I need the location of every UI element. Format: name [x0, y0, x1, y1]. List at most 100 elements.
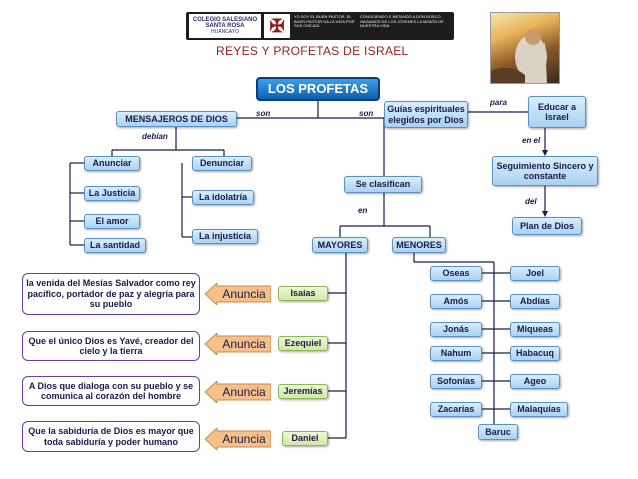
menor-label: Oseas: [442, 268, 470, 279]
menores-label: MENORES: [396, 239, 442, 250]
santidad-node: La santidad: [84, 238, 146, 253]
menor-label: Miqueas: [516, 324, 553, 335]
link-en-el: en el: [522, 136, 541, 145]
menor-left-5: Sofonías: [430, 374, 482, 389]
menor-label: Jonás: [442, 324, 469, 335]
se-clasifican-label: Se clasifican: [355, 179, 411, 190]
left-arrow-icon: [205, 283, 271, 305]
link-para: para: [490, 98, 507, 107]
plan-node: Plan de Dios: [512, 217, 582, 235]
plan-label: Plan de Dios: [519, 220, 574, 231]
prophet-jeremias: Jeremías: [278, 384, 328, 399]
menor-right-3: Miqueas: [510, 322, 560, 337]
prophet-daniel-label: Daniel: [291, 433, 319, 444]
justicia-label: La Justicia: [88, 188, 136, 199]
prophet-picture: [490, 12, 560, 84]
link-son-right: son: [359, 109, 374, 118]
idolatria-node: La idolatría: [192, 190, 254, 205]
seguimiento-label: Seguimiento Sincero y constante: [496, 160, 594, 181]
anuncia-arrow-jeremias: Anuncia: [205, 381, 271, 403]
idolatria-label: La idolatría: [198, 192, 247, 203]
root-label: LOS PROFETAS: [267, 80, 369, 96]
message-ezequiel: Que el único Dios es Yavé, creador del c…: [22, 331, 200, 361]
anunciar-label: Anunciar: [92, 158, 132, 169]
diagram-title: REYES Y PROFETAS DE ISRAEL: [216, 44, 409, 58]
school-name-line2: SANTA ROSA: [205, 23, 245, 30]
menor-right-5: Ageo: [510, 374, 560, 389]
anuncia-arrow-ezequiel: Anuncia: [205, 333, 271, 355]
menor-label: Amós: [443, 296, 469, 307]
prophet-isaias-label: Isaías: [290, 288, 316, 299]
injusticia-node: La injusticia: [192, 229, 258, 244]
menor-right-2: Abdías: [510, 294, 560, 309]
school-banner: COLEGIO SALESIANO SANTA ROSA HUANCAYO ✠ …: [186, 12, 454, 40]
message-isaias-text: la venida del Mesías Salvador como rey p…: [26, 278, 196, 310]
link-son-left: son: [256, 109, 271, 118]
school-name-line3: HUANCAYO: [211, 28, 239, 35]
menores-node: MENORES: [392, 237, 446, 253]
campaign-text: CONOCIENDO E IMITANDO A DON BOSCO, HAGAM…: [360, 14, 444, 29]
guias-label: Guías espirituales elegidos por Dios: [387, 104, 465, 125]
justicia-node: La Justicia: [84, 186, 140, 201]
message-daniel-text: Que la sabiduría de Dios es mayor que to…: [28, 426, 194, 447]
menor-baruc: Baruc: [478, 424, 518, 440]
se-clasifican-node: Se clasifican: [344, 176, 422, 193]
message-isaias: la venida del Mesías Salvador como rey p…: [22, 273, 200, 315]
anunciar-node: Anunciar: [84, 156, 140, 171]
injusticia-label: La injusticia: [198, 231, 251, 242]
anuncia-label: Anuncia: [222, 287, 266, 301]
menor-left-6: Zacarías: [430, 402, 482, 417]
left-arrow-icon: [205, 381, 271, 403]
menor-right-6: Malaquías: [510, 402, 568, 417]
motto-text: YO SOY EL BUEN PASTOR. EL BUEN PASTOR DA…: [294, 14, 355, 29]
link-del: del: [525, 197, 537, 206]
mayores-node: MAYORES: [312, 237, 368, 253]
menor-label: Habacuq: [515, 348, 554, 359]
guias-node: Guías espirituales elegidos por Dios: [384, 101, 468, 128]
menor-label: Malaquías: [517, 404, 561, 415]
menor-label: Joel: [525, 268, 544, 279]
menor-right-4: Habacuq: [510, 346, 560, 361]
amor-label: El amor: [95, 216, 129, 227]
seguimiento-node: Seguimiento Sincero y constante: [492, 156, 598, 186]
left-arrow-icon: [205, 428, 271, 450]
educar-node: Educar a Israel: [528, 96, 586, 128]
message-daniel: Que la sabiduría de Dios es mayor que to…: [22, 421, 200, 452]
denunciar-label: Denunciar: [199, 158, 244, 169]
mensajeros-label: MENSAJEROS DE DIOS: [125, 113, 228, 124]
menor-right-1: Joel: [510, 266, 560, 281]
prophet-ezequiel: Ezequiel: [278, 336, 328, 351]
left-arrow-icon: [205, 333, 271, 355]
message-jeremias: A Dios que dialoga con su pueblo y se co…: [22, 376, 200, 406]
menor-left-4: Nahum: [430, 346, 482, 361]
school-name-line1: COLEGIO SALESIANO: [192, 17, 258, 24]
menor-label: Abdías: [519, 296, 550, 307]
link-en: en: [358, 206, 368, 215]
shield-icon: ✠: [264, 14, 290, 38]
prophet-ezequiel-label: Ezequiel: [284, 338, 322, 349]
menor-left-3: Jonás: [430, 322, 482, 337]
santidad-label: La santidad: [89, 240, 140, 251]
menor-label: Nahum: [440, 348, 472, 359]
baruc-label: Baruc: [485, 426, 511, 437]
mensajeros-node: MENSAJEROS DE DIOS: [116, 111, 237, 127]
anuncia-arrow-isaias: Anuncia: [205, 283, 271, 305]
school-logo: COLEGIO SALESIANO SANTA ROSA HUANCAYO: [189, 14, 261, 38]
root-node: LOS PROFETAS: [256, 77, 380, 101]
menor-label: Zacarías: [437, 404, 475, 415]
menor-left-2: Amós: [430, 294, 482, 309]
amor-node: El amor: [84, 214, 140, 229]
educar-label: Educar a Israel: [537, 101, 577, 122]
menor-label: Sofonías: [436, 376, 475, 387]
prophet-jeremias-label: Jeremías: [283, 386, 323, 397]
prophet-isaias: Isaías: [278, 286, 328, 301]
anuncia-label: Anuncia: [222, 385, 266, 399]
message-jeremias-text: A Dios que dialoga con su pueblo y se co…: [28, 380, 194, 401]
anuncia-arrow-daniel: Anuncia: [205, 428, 271, 450]
message-ezequiel-text: Que el único Dios es Yavé, creador del c…: [28, 335, 194, 356]
link-debian: debían: [142, 132, 168, 141]
menor-left-1: Oseas: [430, 266, 482, 281]
mayores-label: MAYORES: [317, 239, 363, 250]
menor-label: Ageo: [523, 376, 547, 387]
